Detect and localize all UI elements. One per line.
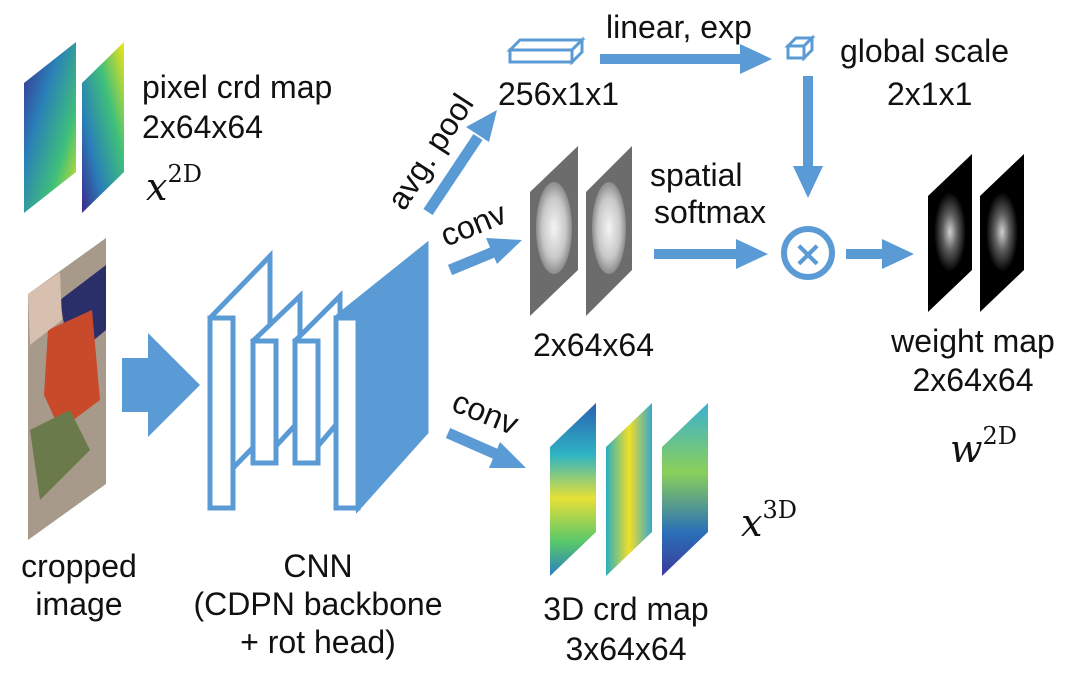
x2d-label: x2D	[146, 160, 202, 209]
crd3d-title: 3D crd map	[543, 591, 708, 627]
global-scale-dims: 2x1x1	[887, 76, 972, 112]
cnn-blocks	[207, 240, 429, 514]
x3d-label: x3D	[741, 496, 797, 545]
pixel-crd-map-title: pixel crd map	[142, 69, 332, 105]
pixel-crd-map-image	[24, 42, 124, 213]
cropped-label-line2: image	[35, 586, 122, 622]
global-scale-title: global scale	[840, 33, 1009, 69]
softmax-arrow	[654, 239, 768, 269]
cropped-image	[28, 238, 106, 540]
conv-bottom-arrow	[445, 427, 526, 468]
weight-map-dims: 2x64x64	[913, 362, 1034, 398]
pooled-vector	[506, 36, 586, 66]
linear-exp-arrow	[600, 44, 772, 74]
softmax-label: softmax	[654, 194, 766, 230]
pixel-crd-map-dims: 2x64x64	[142, 109, 263, 145]
weight-arrow	[846, 239, 914, 269]
global-scale-cube	[784, 34, 816, 62]
cnn-label-line2: (CDPN backbone	[194, 586, 443, 622]
scale-down-arrow	[793, 76, 823, 198]
pooled-vector-dims: 256x1x1	[498, 76, 619, 112]
input-arrow	[122, 333, 200, 437]
feature-maps-dims: 2x64x64	[533, 327, 654, 363]
weight-maps	[928, 154, 1024, 312]
multiply-node: ×	[781, 226, 835, 280]
cnn-label-line3: + rot head)	[240, 624, 396, 660]
w2d-label: w2D	[950, 422, 1017, 471]
cnn-label-line1: CNN	[283, 548, 352, 584]
conv-top-arrow	[447, 238, 522, 276]
avg-pool-arrow	[423, 110, 497, 216]
feature-maps	[530, 146, 632, 316]
crd3d-maps	[550, 403, 708, 576]
linear-exp-label: linear, exp	[606, 9, 752, 45]
crd3d-dims: 3x64x64	[566, 631, 687, 667]
weight-map-title: weight map	[890, 323, 1055, 359]
cropped-label-line1: cropped	[21, 548, 137, 584]
spatial-label: spatial	[650, 157, 743, 193]
multiply-icon: ×	[793, 234, 823, 275]
